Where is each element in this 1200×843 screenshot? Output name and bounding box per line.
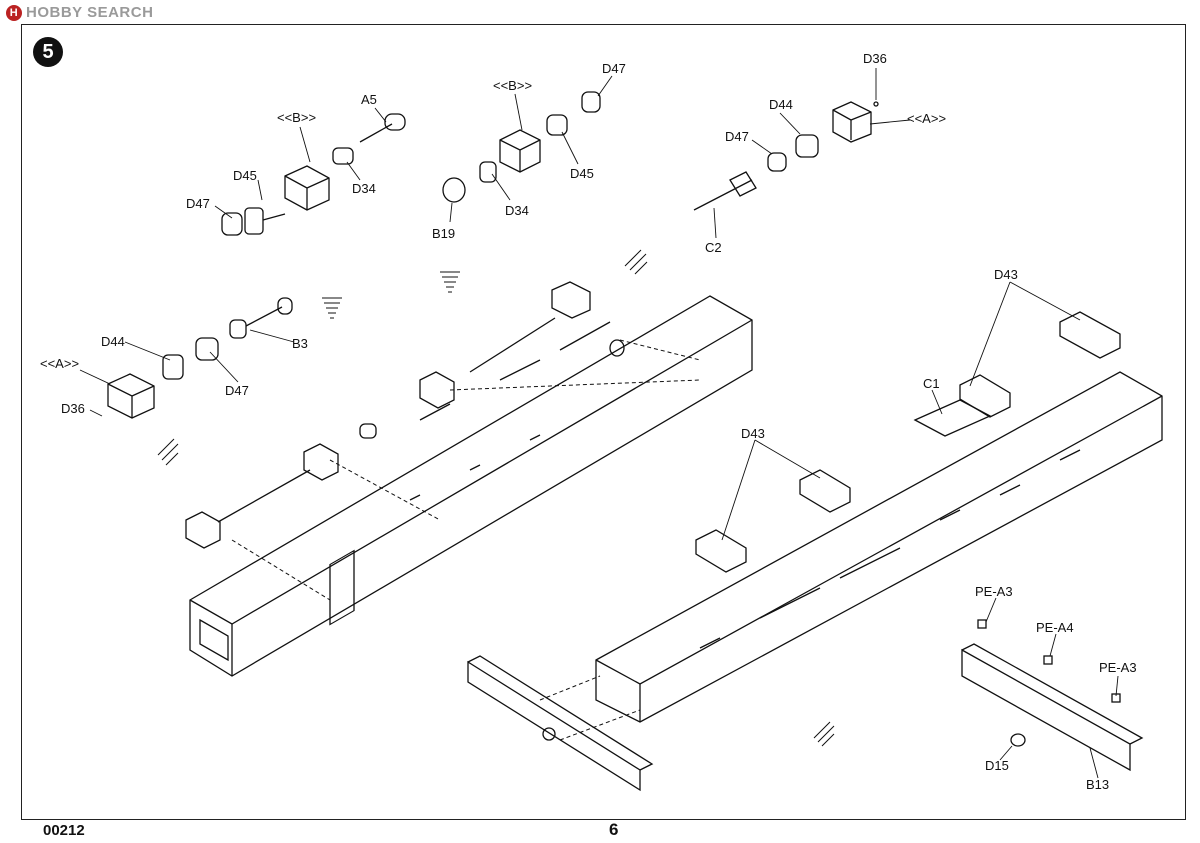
label-pe-a3-b: PE-A3 xyxy=(1099,660,1137,675)
product-code: 00212 xyxy=(43,822,85,839)
label-d43-top: D43 xyxy=(994,267,1018,282)
axle-assembly-top-right xyxy=(693,101,879,211)
label-d47-left: D47 xyxy=(186,196,210,211)
watermark: H HOBBY SEARCH xyxy=(6,4,153,21)
assembly-guide-lines xyxy=(231,339,701,741)
chassis-frame-right xyxy=(595,371,1163,723)
page-frame xyxy=(21,24,1186,820)
label-b13: B13 xyxy=(1086,777,1109,792)
axle-assembly-left xyxy=(107,297,293,419)
label-c2: C2 xyxy=(705,240,722,255)
label-a-right: <<A>> xyxy=(907,111,946,126)
axle-assembly-top-middle xyxy=(442,91,601,203)
spring-hangers xyxy=(695,311,1121,573)
label-d47-right: D47 xyxy=(725,129,749,144)
label-b-top-mid: <<B>> xyxy=(493,78,532,93)
label-d47-left2: D47 xyxy=(225,383,249,398)
axle-assembly-top-left xyxy=(221,113,406,236)
label-b-top-left: <<B>> xyxy=(277,110,316,125)
differential-rear-left xyxy=(419,281,625,409)
label-a5: A5 xyxy=(361,92,377,107)
label-d44-right: D44 xyxy=(769,97,793,112)
page-number: 6 xyxy=(609,820,619,839)
label-c1: C1 xyxy=(923,376,940,391)
differential-front-left xyxy=(185,423,377,549)
callout-labels: A5 <<B>> D45 D34 D47 <<B>> D47 D45 D34 B… xyxy=(40,51,1137,792)
label-d47-mid: D47 xyxy=(602,61,626,76)
label-d45-left: D45 xyxy=(233,168,257,183)
step-number-badge: 5 xyxy=(33,37,63,67)
label-d43-mid: D43 xyxy=(741,426,765,441)
rear-crossmember xyxy=(961,619,1144,772)
direction-arrows xyxy=(157,249,835,747)
label-pe-a3-a: PE-A3 xyxy=(975,584,1013,599)
label-d44-left: D44 xyxy=(101,334,125,349)
label-d45-mid: D45 xyxy=(570,166,594,181)
label-d15: D15 xyxy=(985,758,1009,773)
label-d34-mid: D34 xyxy=(505,203,529,218)
front-crossmember xyxy=(467,655,654,792)
label-d36-right: D36 xyxy=(863,51,887,66)
label-b19: B19 xyxy=(432,226,455,241)
hobby-search-logo-icon: H xyxy=(6,4,22,21)
label-d34-left: D34 xyxy=(352,181,376,196)
label-pe-a4: PE-A4 xyxy=(1036,620,1074,635)
label-b3: B3 xyxy=(292,336,308,351)
label-a-left: <<A>> xyxy=(40,356,79,371)
callout-leaders xyxy=(79,68,1119,779)
label-d36-left: D36 xyxy=(61,401,85,416)
watermark-text: HOBBY SEARCH xyxy=(26,4,154,21)
chassis-frame-left xyxy=(189,295,753,677)
